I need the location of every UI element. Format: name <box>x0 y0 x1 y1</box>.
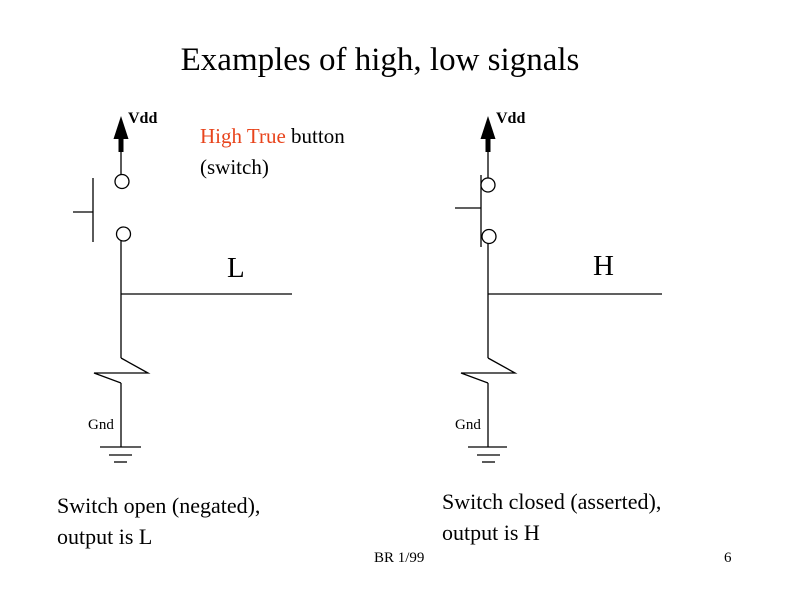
footer-credit: BR 1/99 <box>374 550 425 566</box>
left-caption-line1: Switch open (negated), <box>57 493 261 518</box>
right-caption-line1: Switch closed (asserted), <box>442 489 662 514</box>
right-caption: Switch closed (asserted), output is H <box>442 486 661 548</box>
page-number: 6 <box>724 550 732 566</box>
resistor-icon <box>460 357 518 384</box>
annotation-line2: (switch) <box>200 155 269 179</box>
right-vdd-label: Vdd <box>496 110 526 127</box>
annotation-text: High True button (switch) <box>200 121 345 183</box>
left-caption: Switch open (negated), output is L <box>57 490 260 552</box>
vdd-arrow-icon <box>480 116 496 179</box>
right-output-label: H <box>593 250 614 282</box>
left-gnd-label: Gnd <box>88 417 114 433</box>
right-gnd-label: Gnd <box>455 417 481 433</box>
left-circuit-drawing <box>73 116 292 463</box>
left-vdd-label: Vdd <box>128 110 158 127</box>
ground-icon <box>100 446 141 463</box>
high-true-text: High True <box>200 124 286 148</box>
left-caption-line2: output is L <box>57 524 153 549</box>
right-circuit-drawing <box>455 116 662 463</box>
vdd-arrow-icon <box>113 116 129 175</box>
annotation-line1: High True button <box>200 121 345 152</box>
pushbutton-open-icon <box>73 173 132 242</box>
left-output-label: L <box>227 252 245 284</box>
button-text: button <box>285 124 345 148</box>
slide-title: Examples of high, low signals <box>180 42 580 78</box>
resistor-icon <box>93 357 151 384</box>
pushbutton-closed-icon <box>455 175 497 247</box>
right-caption-line2: output is H <box>442 520 540 545</box>
ground-icon <box>468 446 507 463</box>
